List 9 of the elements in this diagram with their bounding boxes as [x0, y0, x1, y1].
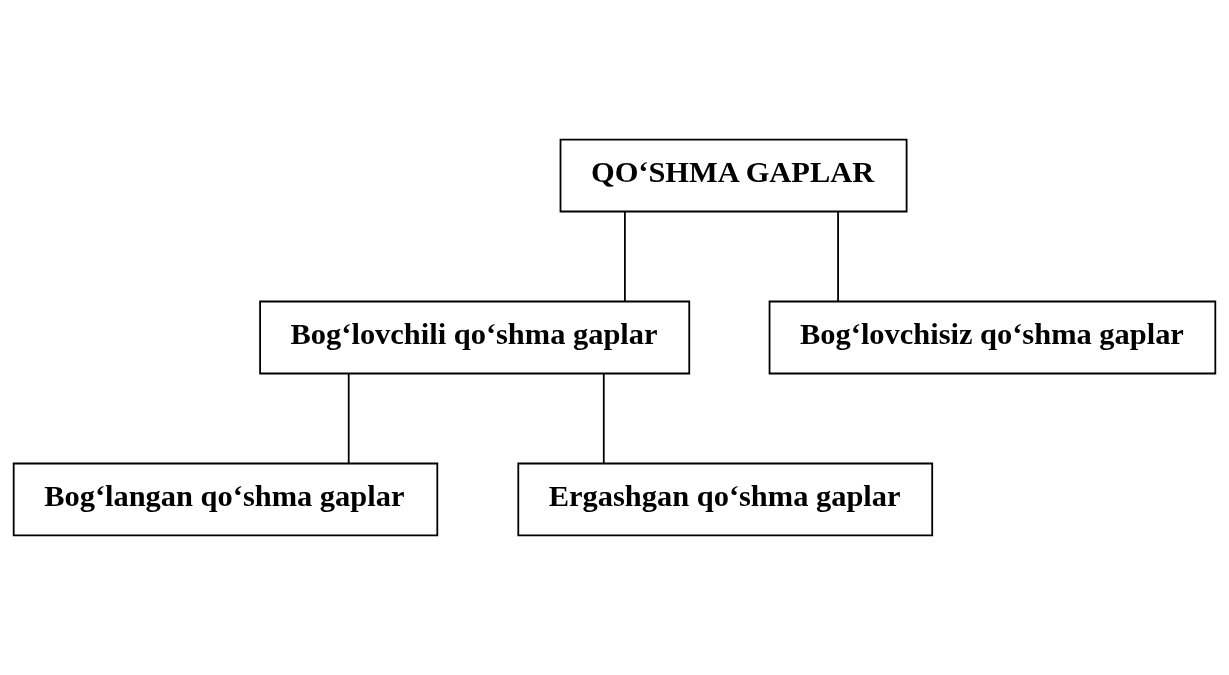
- node-box: Bog‘lovchisiz qo‘shma gaplar: [768, 300, 1217, 375]
- connector: [837, 211, 839, 303]
- connector: [624, 211, 626, 303]
- node-box: Ergashgan qo‘shma gaplar: [517, 462, 934, 537]
- node-box: QO‘SHMA GAPLAR: [559, 138, 908, 213]
- node-box: Bog‘lovchili qo‘shma gaplar: [259, 300, 691, 375]
- connector: [602, 372, 605, 465]
- node-box: Bog‘langan qo‘shma gaplar: [12, 462, 439, 537]
- connector: [347, 372, 350, 465]
